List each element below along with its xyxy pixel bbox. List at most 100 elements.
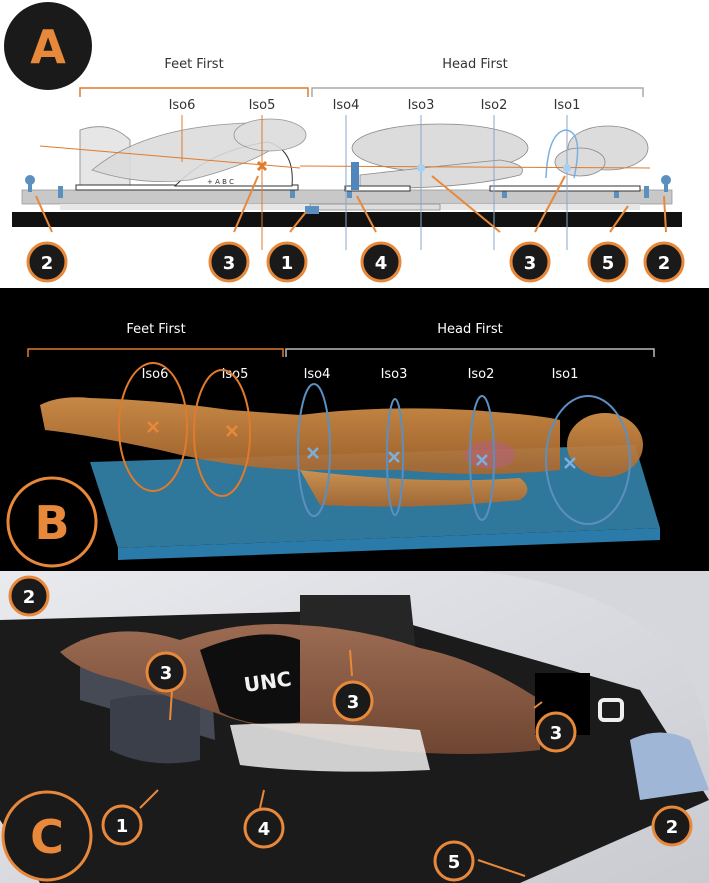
gantry xyxy=(480,571,709,760)
panel-a-feet-first-label: Feet First xyxy=(164,57,223,72)
mount-left-2 xyxy=(290,186,295,198)
panel-c-callout-4 xyxy=(243,807,285,849)
shoulder-silhouette xyxy=(554,147,606,177)
panel-c-callout-3-right xyxy=(535,711,577,753)
panel-a-badge xyxy=(4,2,92,90)
arrow-a-2-right xyxy=(663,195,667,233)
panel-c-callout-1 xyxy=(101,804,143,846)
panel-c-callout-4-label: 4 xyxy=(258,819,271,840)
panel-b-iso3-marker-icon xyxy=(388,451,400,463)
head-first-baseplate xyxy=(489,185,641,192)
mount-left-1 xyxy=(58,186,63,198)
iso3-ring xyxy=(386,398,404,516)
pin-right-stem xyxy=(664,184,668,192)
panel-a-floor xyxy=(12,212,682,227)
knee-support xyxy=(110,695,200,764)
pin-left-icon xyxy=(25,175,35,185)
indexing-block xyxy=(351,162,359,190)
operator-glove xyxy=(630,732,709,800)
panel-a-callout-4 xyxy=(360,241,402,283)
mount-right-3 xyxy=(644,186,649,198)
panel-a-iso2: Iso2 xyxy=(481,98,508,113)
panel-b-iso3: Iso3 xyxy=(381,367,408,382)
head-mask xyxy=(545,129,579,179)
panel-b-letter: B xyxy=(34,496,69,550)
arrow-c-5 xyxy=(477,859,526,877)
arrow-c-3-left xyxy=(169,689,173,721)
panel-b-iso6-marker-icon xyxy=(147,421,159,433)
panel-b-iso6: Iso6 xyxy=(142,367,169,382)
panel-a-callout-2-right xyxy=(643,241,685,283)
panel-a-callout-3-right-label: 3 xyxy=(524,253,537,274)
feet-first-bracket xyxy=(79,87,309,97)
panel-a-iso1: Iso1 xyxy=(554,98,581,113)
panel-b-iso4: Iso4 xyxy=(304,367,331,382)
panel-b-badge xyxy=(6,476,98,568)
panel-a-callout-2-left xyxy=(26,241,68,283)
iso5-ring xyxy=(193,369,251,497)
ruler-text: + A B C xyxy=(207,178,234,186)
lock-bar xyxy=(305,206,319,214)
panel-a: A Feet First Head First Iso6 Iso5 Iso4 I… xyxy=(0,0,709,288)
panel-a-callout-2-right-label: 2 xyxy=(658,253,671,274)
panel-b-head-first-bracket xyxy=(285,348,655,357)
panel-a-iso3: Iso3 xyxy=(408,98,435,113)
panel-a-callout-3-left-label: 3 xyxy=(223,253,236,274)
panel-a-callout-4-label: 4 xyxy=(375,253,388,274)
panel-b-iso1: Iso1 xyxy=(552,367,579,382)
panel-c-letter: C xyxy=(30,810,64,864)
panel-b-iso4-marker-icon xyxy=(307,447,319,459)
iso6-ring xyxy=(118,362,188,492)
panel-c-callout-1-label: 1 xyxy=(116,816,129,837)
panel-a-callout-5-label: 5 xyxy=(602,253,615,274)
panel-c-callout-2-left-label: 2 xyxy=(23,587,36,608)
panel-c-callout-3-left-label: 3 xyxy=(160,663,173,684)
panel-c-badge xyxy=(1,790,93,882)
iso1-marker-icon xyxy=(563,164,571,172)
arm-mesh xyxy=(300,470,528,507)
iso1-ring xyxy=(545,395,631,525)
panel-c-callout-2-right xyxy=(651,805,693,847)
panel-a-iso5: Iso5 xyxy=(249,98,276,113)
head-first-bracket xyxy=(311,87,644,97)
arrow-a-1 xyxy=(289,211,307,233)
arrow-a-3-right-b xyxy=(534,175,566,233)
head-mesh xyxy=(567,413,643,477)
pin-right-icon xyxy=(661,175,671,185)
iso5-marker-icon xyxy=(256,160,268,172)
panel-a-callout-1-label: 1 xyxy=(281,253,294,274)
panel-b-iso2: Iso2 xyxy=(468,367,495,382)
arrow-a-3-right-a xyxy=(431,175,501,233)
panel-b-iso2-marker-icon xyxy=(476,454,488,466)
iso4-ring xyxy=(297,383,331,517)
arm-sheet xyxy=(230,723,430,772)
panel-b-iso5-marker-icon xyxy=(226,425,238,437)
arrow-c-4 xyxy=(259,789,265,809)
panel-b-couch-edge xyxy=(118,528,660,560)
panel-b-feet-first-bracket xyxy=(27,348,284,357)
panel-c-callout-2-right-label: 2 xyxy=(666,817,679,838)
panel-a-callout-5 xyxy=(587,241,629,283)
arrow-c-1 xyxy=(139,789,159,809)
shorts xyxy=(200,634,300,725)
panel-a-letter: A xyxy=(30,20,66,74)
body-mesh xyxy=(40,397,560,474)
panel-a-callout-3-right xyxy=(509,241,551,283)
organ-region xyxy=(465,441,515,469)
iso3-marker-icon xyxy=(417,164,425,172)
panel-b-iso1-marker-icon xyxy=(564,457,576,469)
panel-c-callout-3-center-label: 3 xyxy=(347,692,360,713)
panel-b-feet-first-label: Feet First xyxy=(126,322,185,337)
panel-a-callout-3-left xyxy=(208,241,250,283)
panel-c-callout-5 xyxy=(433,840,475,882)
panel-a-callout-1 xyxy=(266,241,308,283)
arrow-c-3-center xyxy=(349,649,353,677)
panel-b-iso5: Iso5 xyxy=(222,367,249,382)
panel-c: UNC 2 3 xyxy=(0,571,709,883)
arrow-a-3-left xyxy=(233,175,259,233)
panel-b: Feet First Head First Iso6 Iso5 Iso4 Iso… xyxy=(0,288,709,571)
mount-right-2 xyxy=(614,186,619,198)
panel-c-callout-3-right-label: 3 xyxy=(550,723,563,744)
couch-handle xyxy=(598,698,624,722)
